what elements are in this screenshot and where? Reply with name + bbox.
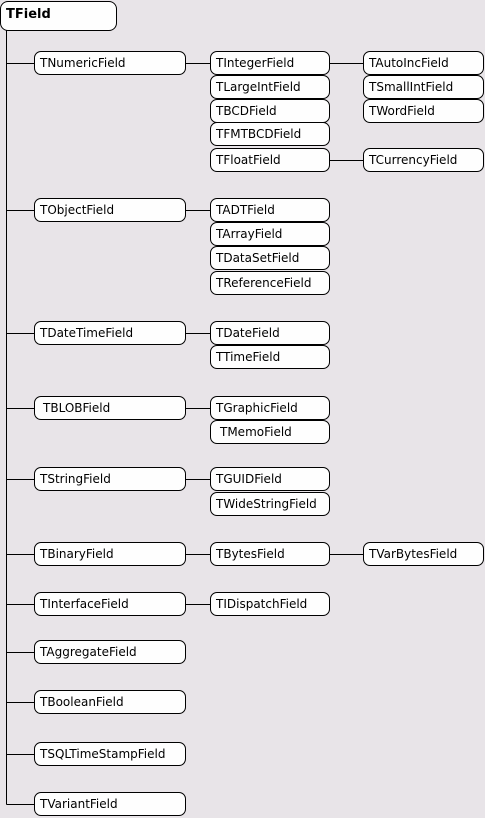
node-twordfield: TWordField	[363, 99, 484, 123]
node-tbinaryfield: TBinaryField	[34, 542, 186, 566]
node-tgraphicfield: TGraphicField	[210, 396, 330, 420]
node-tvarbytesfield: TVarBytesField	[363, 542, 484, 566]
node-tdatefield: TDateField	[210, 321, 330, 345]
node-tlargeintfield: TLargeIntField	[210, 75, 330, 99]
node-tguidfield: TGUIDField	[210, 467, 330, 491]
node-tsmallintfield: TSmallIntField	[363, 75, 484, 99]
node-tautoincfield: TAutoIncField	[363, 51, 484, 75]
node-tvariantfield: TVariantField	[34, 792, 186, 816]
node-tobjectfield: TObjectField	[34, 198, 186, 222]
node-tidispatchfield: TIDispatchField	[210, 592, 330, 616]
node-ttimefield: TTimeField	[210, 345, 330, 369]
connector-lines	[6, 30, 363, 805]
node-twidestringfield: TWideStringField	[210, 492, 330, 516]
node-treferencefield: TReferenceField	[210, 271, 330, 295]
node-tintegerfield: TIntegerField	[210, 51, 330, 75]
node-tcurrencyfield: TCurrencyField	[363, 148, 484, 172]
node-tinterfacefield: TInterfaceField	[34, 592, 186, 616]
node-tstringfield: TStringField	[34, 467, 186, 491]
node-tfloatfield: TFloatField	[210, 148, 330, 172]
node-taggregatefield: TAggregateField	[34, 640, 186, 664]
node-tbytesfield: TBytesField	[210, 542, 330, 566]
node-tdatetimefield: TDateTimeField	[34, 321, 186, 345]
node-tdatasetfield: TDataSetField	[210, 246, 330, 270]
node-tbcdfield: TBCDField	[210, 99, 330, 123]
node-tfmtbcdfield: TFMTBCDField	[210, 122, 330, 146]
node-tsqltimestampfield: TSQLTimeStampField	[34, 742, 186, 766]
node-tnumericfield: TNumericField	[34, 51, 186, 75]
node-tmemofield: TMemoField	[210, 420, 330, 444]
node-tbooleanfield: TBooleanField	[34, 690, 186, 714]
node-tadtfield: TADTField	[210, 198, 330, 222]
node-tblobfield: TBLOBField	[34, 396, 186, 420]
node-tarrayfield: TArrayField	[210, 222, 330, 246]
node-tfield: TField	[0, 1, 117, 31]
